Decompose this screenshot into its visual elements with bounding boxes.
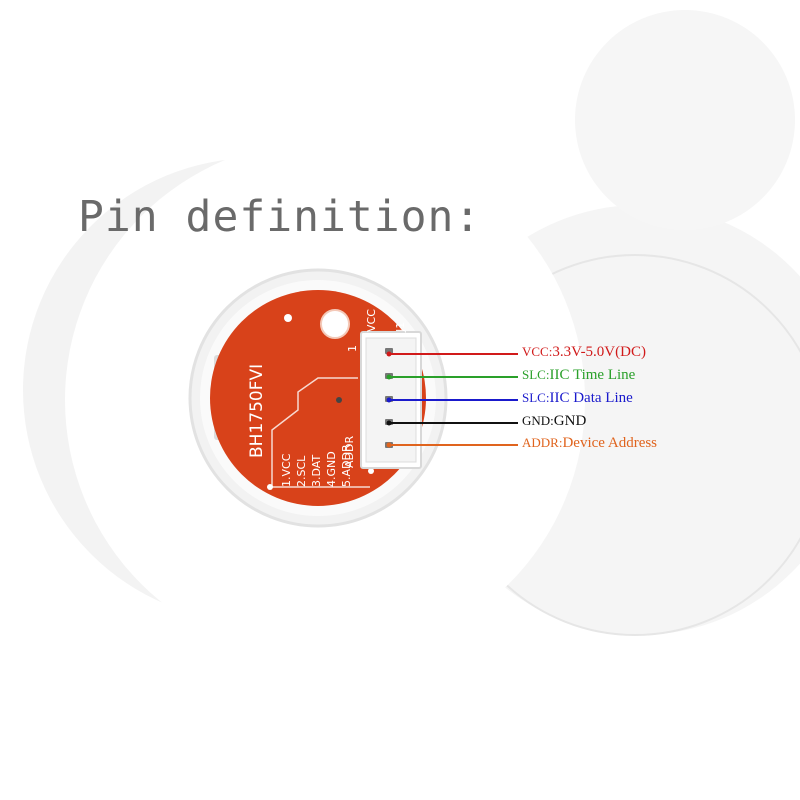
pin-line-dot xyxy=(386,351,392,357)
pcb-board: BH1750FVI VCC J1 1 ADDR 1.VCC 2.SCL 3.DA… xyxy=(210,290,426,506)
pin-prefix: SLC xyxy=(522,367,546,382)
connector-pin1-label: 1 xyxy=(346,345,359,352)
pin-label: VCC:3.3V-5.0V(DC) xyxy=(522,344,646,360)
page-title: Pin definition: xyxy=(78,192,482,242)
pin-label: ADDR:Device Address xyxy=(522,435,657,451)
connector-j1-label: J1 xyxy=(394,322,407,333)
pin-lines xyxy=(386,351,518,448)
pin-label: SLC:IIC Time Line xyxy=(522,367,635,383)
pin-prefix: GND xyxy=(522,413,551,428)
pin-list-item: 5.ADDR xyxy=(340,444,353,487)
pin-list: 1.VCC 2.SCL 3.DAT 4.GND 5.ADDR xyxy=(280,444,353,487)
pin-description: IIC Data Line xyxy=(549,390,633,406)
pin-prefix: SLC xyxy=(522,390,546,405)
chip-name-label: BH1750FVI xyxy=(247,364,267,458)
pin-list-item: 2.SCL xyxy=(295,455,308,487)
pin-list-item: 1.VCC xyxy=(280,453,293,487)
pin-list-item: 3.DAT xyxy=(310,455,323,487)
connector-addr-label: ADDR xyxy=(343,436,356,468)
pin-separator: : xyxy=(558,435,563,450)
connector-vcc-label: VCC xyxy=(365,309,378,332)
pin-separator: : xyxy=(550,413,554,428)
pin-list-item: 4.GND xyxy=(325,451,338,487)
pin-line-dot xyxy=(386,442,392,448)
pin-prefix: ADDR xyxy=(522,435,559,450)
pin-separator: : xyxy=(545,390,550,405)
pin-description: GND xyxy=(553,413,587,429)
pin-description: Device Address xyxy=(562,435,658,451)
pin-line-dot xyxy=(386,397,392,403)
pin-label: SLC:IIC Data Line xyxy=(522,390,633,406)
pin-line-dot xyxy=(386,420,392,426)
pin-prefix: VCC xyxy=(522,344,549,359)
pin-description: IIC Time Line xyxy=(549,367,636,383)
pin-line-dot xyxy=(386,374,392,380)
pin-separator: : xyxy=(545,367,550,382)
pin-separator: : xyxy=(548,344,553,359)
pin-description: 3.3V-5.0V(DC) xyxy=(552,344,646,360)
pin-label: GND:GND xyxy=(522,413,586,429)
